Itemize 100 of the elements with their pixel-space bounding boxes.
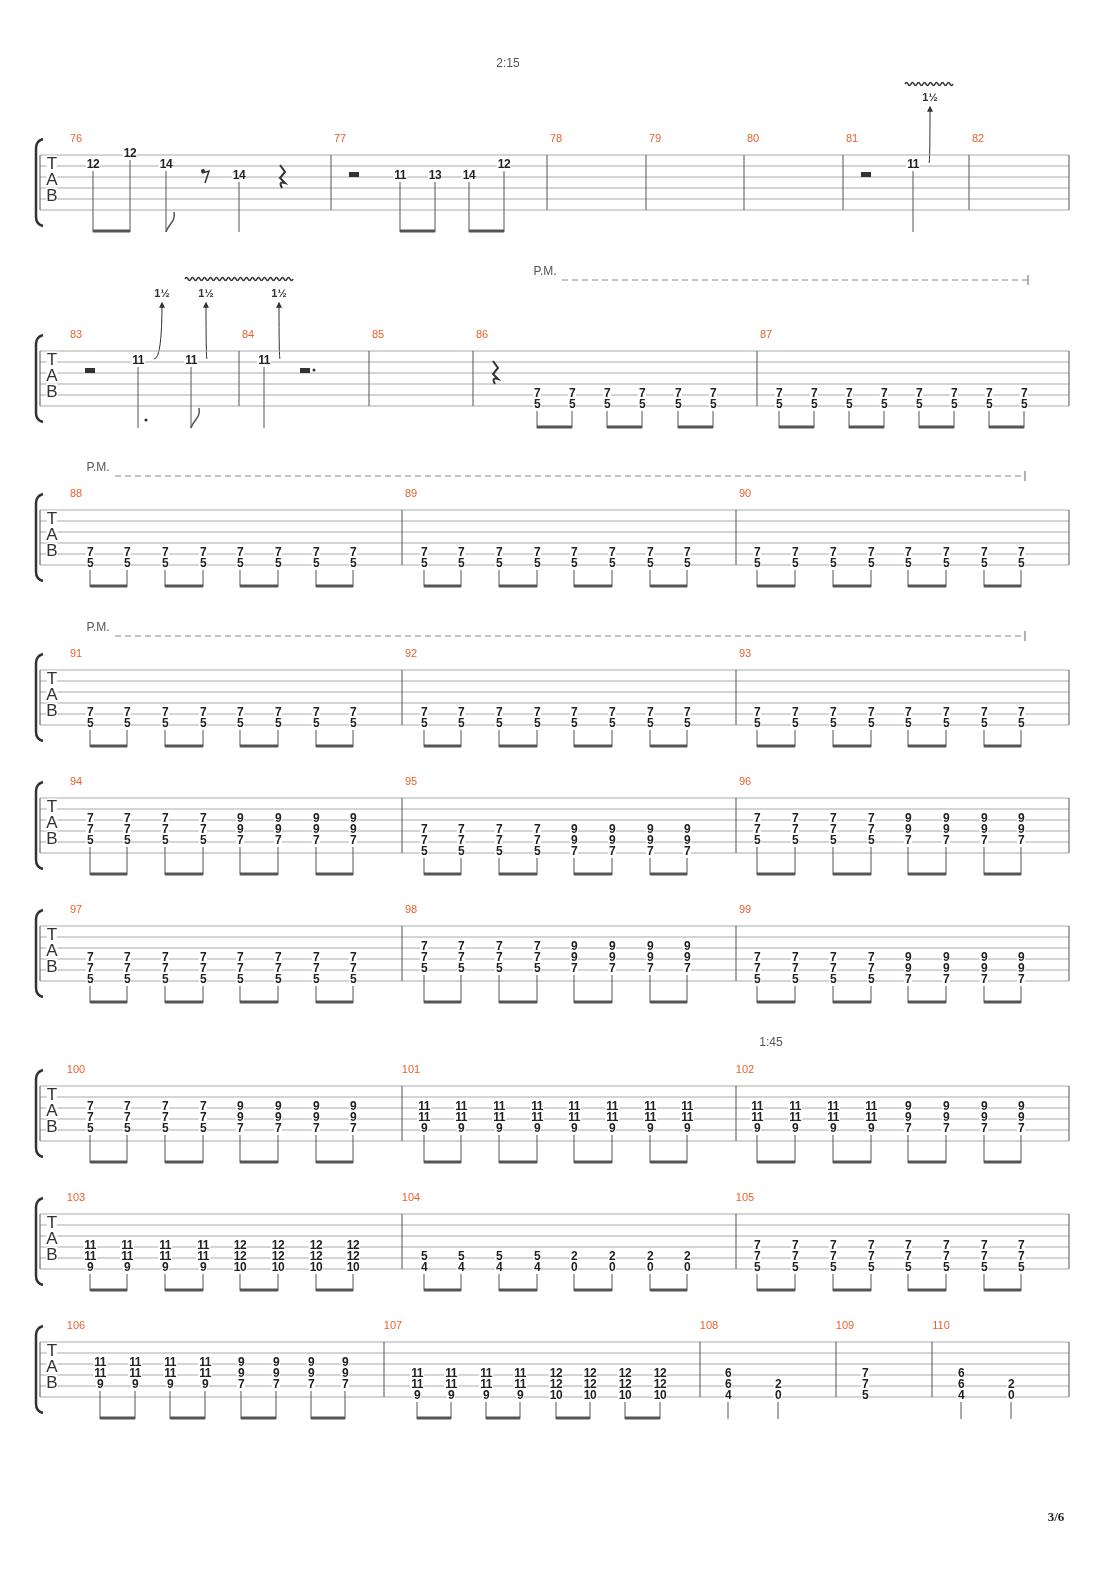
fret-number: 7: [348, 963, 358, 973]
measure-number: 107: [383, 1319, 403, 1331]
fret-number: 9: [271, 1368, 281, 1378]
fret-number: 7: [456, 547, 466, 557]
fret-number: 7: [85, 1112, 95, 1122]
fret-number: 9: [682, 824, 692, 834]
fret-number: 9: [311, 813, 321, 823]
fret-number: 7: [809, 388, 819, 398]
fret-number: 7: [645, 846, 655, 856]
fret-number: 5: [752, 835, 762, 845]
fret-number: 5: [774, 399, 784, 409]
fret-number: 5: [866, 558, 876, 568]
fret-number: 5: [456, 558, 466, 568]
fret-number: 5: [790, 1262, 800, 1272]
fret-number: 5: [85, 835, 95, 845]
fret-number: 5: [419, 846, 429, 856]
fret-number: 11: [393, 170, 407, 180]
fret-number: 7: [273, 952, 283, 962]
fret-number: 9: [122, 1262, 132, 1272]
fret-number: 12: [232, 1251, 248, 1261]
measure-number: 100: [66, 1063, 86, 1075]
fret-number: 7: [122, 1101, 132, 1111]
fret-number: 9: [866, 1123, 876, 1133]
fret-number: 5: [941, 558, 951, 568]
fret-number: 7: [682, 707, 692, 717]
fret-number: 7: [860, 1379, 870, 1389]
fret-number: 7: [419, 547, 429, 557]
measure-number: 78: [549, 132, 563, 144]
fret-number: 7: [607, 846, 617, 856]
fret-number: 5: [273, 974, 283, 984]
fret-number: 7: [569, 547, 579, 557]
fret-number: 9: [130, 1379, 140, 1389]
fret-number: 9: [494, 1123, 504, 1133]
fret-number: 11: [158, 1251, 172, 1261]
fret-number: 6: [956, 1379, 966, 1389]
fret-number: 7: [532, 941, 542, 951]
fret-number: 11: [750, 1101, 764, 1111]
fret-number: 7: [941, 974, 951, 984]
fret-number: 7: [311, 952, 321, 962]
fret-number: 7: [494, 707, 504, 717]
tab-clef-letter: A: [46, 1230, 58, 1246]
fret-number: 9: [903, 963, 913, 973]
fret-number: 9: [645, 941, 655, 951]
fret-number: 12: [345, 1240, 361, 1250]
fret-number: 5: [567, 399, 577, 409]
fret-number: 9: [311, 1112, 321, 1122]
fret-number: 9: [569, 835, 579, 845]
fret-number: 7: [903, 1123, 913, 1133]
fret-number: 5: [828, 558, 838, 568]
fret-number: 5: [1016, 718, 1026, 728]
fret-number: 9: [903, 1101, 913, 1111]
fret-number: 7: [419, 835, 429, 845]
fret-number: 11: [479, 1379, 493, 1389]
fret-number: 7: [752, 952, 762, 962]
fret-number: 9: [607, 941, 617, 951]
fret-number: 5: [532, 718, 542, 728]
fret-number: 7: [85, 1101, 95, 1111]
measure-number: 83: [69, 328, 83, 340]
fret-number: 12: [270, 1251, 286, 1261]
fret-number: 7: [752, 813, 762, 823]
fret-number: 7: [85, 707, 95, 717]
fret-number: 5: [1016, 1262, 1026, 1272]
fret-number: 7: [790, 813, 800, 823]
fret-number: 11: [530, 1112, 544, 1122]
fret-number: 7: [790, 963, 800, 973]
fret-number: 14: [461, 170, 477, 180]
fret-number: 12: [270, 1240, 286, 1250]
fret-number: 11: [788, 1112, 802, 1122]
fret-number: 7: [979, 1240, 989, 1250]
fret-number: 7: [122, 952, 132, 962]
fret-number: 10: [270, 1262, 286, 1272]
fret-number: 11: [454, 1112, 468, 1122]
fret-number: 5: [456, 846, 466, 856]
fret-number: 11: [605, 1101, 619, 1111]
fret-number: 9: [348, 813, 358, 823]
fret-number: 5: [85, 718, 95, 728]
fret-number: 7: [979, 707, 989, 717]
fret-number: 4: [956, 1390, 966, 1400]
fret-number: 5: [456, 718, 466, 728]
fret-number: 7: [311, 1123, 321, 1133]
measure-number: 77: [333, 132, 347, 144]
time-marker: 2:15: [496, 56, 520, 70]
fret-number: 7: [790, 547, 800, 557]
fret-number: 7: [456, 952, 466, 962]
fret-number: 7: [752, 707, 762, 717]
fret-number: 7: [1019, 388, 1029, 398]
fret-number: 9: [235, 1112, 245, 1122]
fret-number: 7: [682, 547, 692, 557]
fret-number: 7: [494, 835, 504, 845]
fret-number: 0: [569, 1262, 579, 1272]
fret-number: 5: [682, 718, 692, 728]
fret-number: 9: [95, 1379, 105, 1389]
fret-number: 7: [273, 963, 283, 973]
fret-number: 5: [790, 974, 800, 984]
tab-clef-letter: A: [46, 686, 58, 702]
fret-number: 7: [607, 547, 617, 557]
fret-number: 9: [903, 1112, 913, 1122]
measure-number: 80: [746, 132, 760, 144]
fret-number: 9: [200, 1379, 210, 1389]
fret-number: 7: [752, 824, 762, 834]
